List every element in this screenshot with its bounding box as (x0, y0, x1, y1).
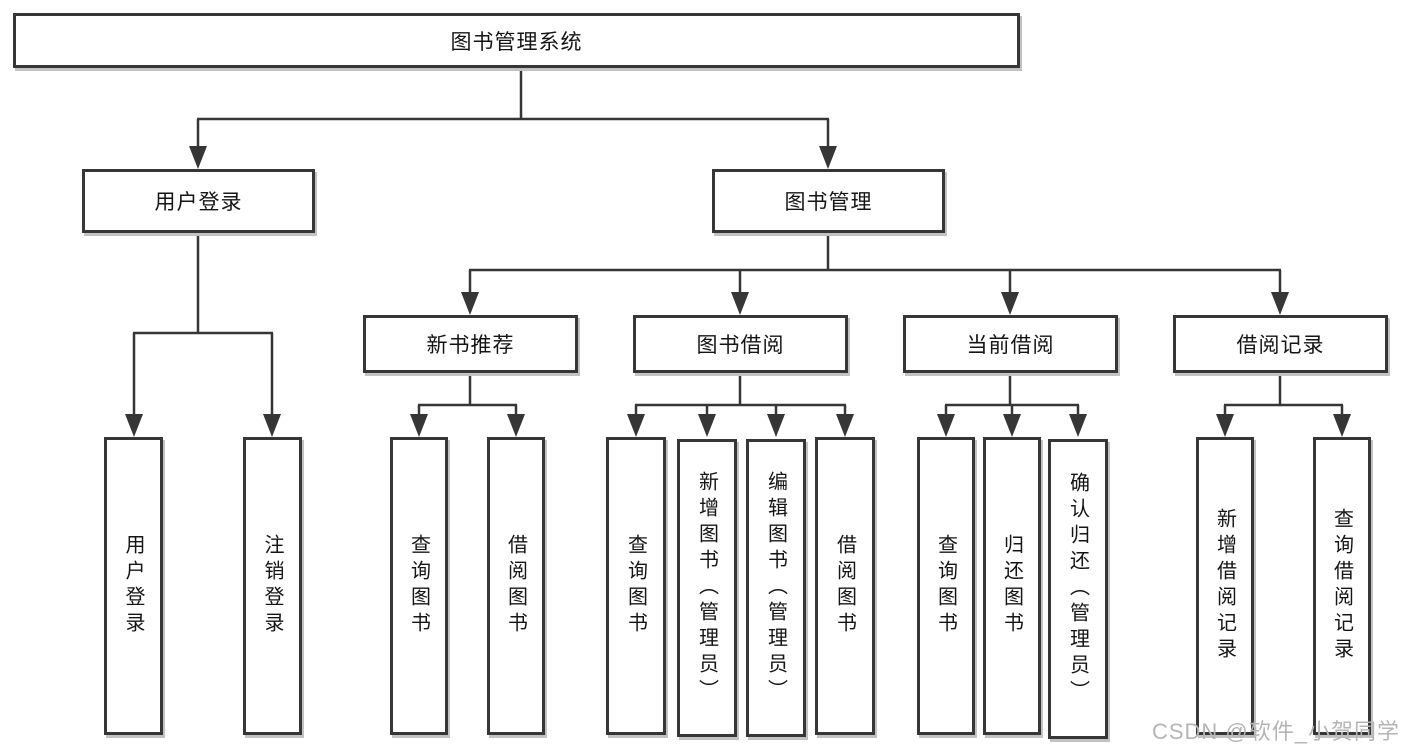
node-new-book-recommend: 新书推荐 (363, 315, 578, 373)
leaf-add-book-admin: 新增图书（管理员） (677, 439, 737, 737)
leaf-logout: 注销登录 (243, 437, 302, 735)
leaf-recommend-borrow-books: 借阅图书 (487, 437, 545, 735)
leaf-return-books: 归还图书 (983, 437, 1041, 735)
node-book-borrow: 图书借阅 (633, 315, 848, 373)
leaf-confirm-return-admin: 确认归还（管理员） (1048, 439, 1108, 739)
leaf-edit-book-admin: 编辑图书（管理员） (746, 439, 806, 737)
node-book-management: 图书管理 (712, 169, 945, 233)
leaf-add-borrow-record: 新增借阅记录 (1196, 437, 1254, 735)
leaf-current-query-books: 查询图书 (917, 437, 975, 735)
node-library-management-system: 图书管理系统 (13, 13, 1020, 68)
leaf-query-borrow-record: 查询借阅记录 (1313, 437, 1371, 735)
leaf-recommend-query-books: 查询图书 (390, 437, 448, 735)
leaf-user-login: 用户登录 (104, 437, 163, 735)
node-current-borrow: 当前借阅 (903, 315, 1118, 373)
node-borrow-records: 借阅记录 (1173, 315, 1388, 373)
leaf-borrow-query-books: 查询图书 (606, 437, 666, 735)
arrowhead-icons (125, 146, 1351, 437)
csdn-watermark: CSDN @软件_小贺同学 (1151, 719, 1400, 744)
node-user-login: 用户登录 (82, 169, 315, 233)
leaf-borrow-books: 借阅图书 (815, 437, 875, 735)
